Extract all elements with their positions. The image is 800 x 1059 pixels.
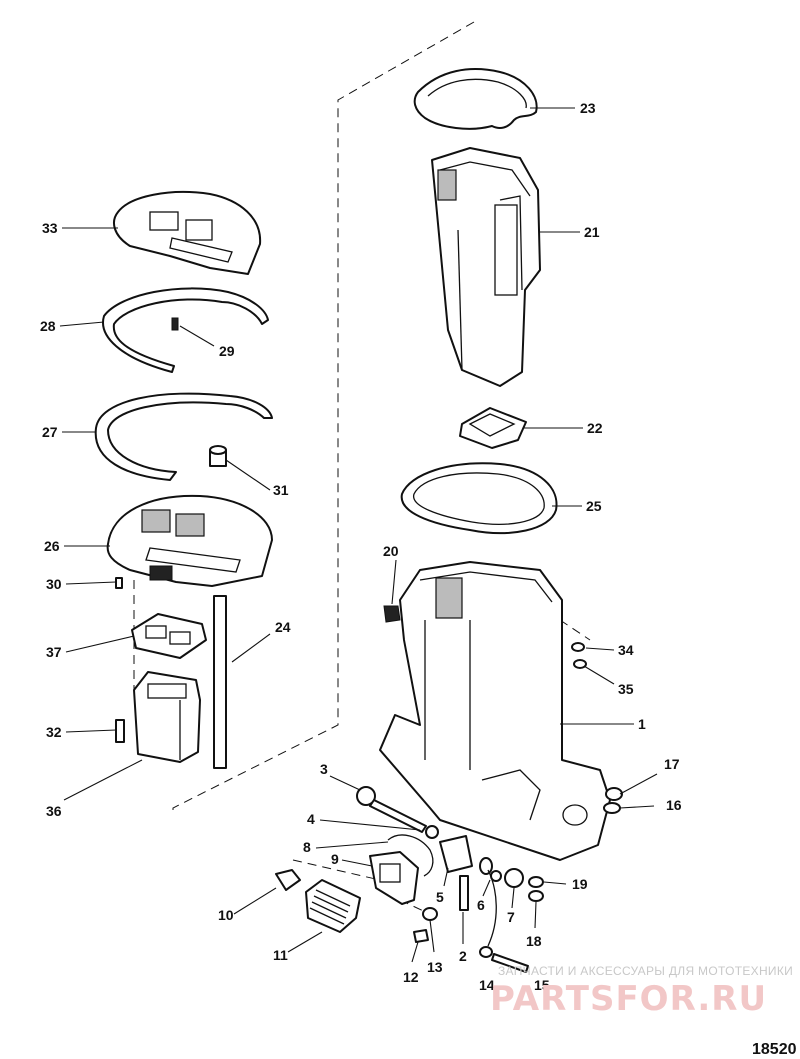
callout-25: 25	[586, 498, 602, 514]
callout-8: 8	[303, 839, 311, 855]
sleeve-part-31	[209, 445, 227, 467]
gasket-part-37	[131, 613, 207, 659]
screw-part-32	[115, 719, 125, 743]
anode-grille	[309, 889, 351, 925]
bracket-part-9	[369, 851, 419, 905]
callout-36: 36	[46, 803, 62, 819]
washers-part-18-19	[528, 876, 544, 902]
nut-part-3	[356, 786, 376, 806]
callout-26: 26	[44, 538, 60, 554]
nut-part-7	[504, 868, 524, 888]
callout-37: 37	[46, 644, 62, 660]
callout-28: 28	[40, 318, 56, 334]
screw-part-15	[491, 953, 529, 973]
clip-part-14	[479, 946, 493, 958]
adapter-plate-part-26	[106, 494, 273, 587]
ground-strap-part-6	[487, 869, 502, 947]
callout-29: 29	[219, 343, 235, 359]
watermark-logo: PARTSFOR.RU	[490, 979, 767, 1019]
callout-11: 11	[273, 947, 288, 963]
housing-main-part-1	[379, 561, 611, 861]
washers-part-34-35	[571, 642, 587, 669]
callout-19: 19	[572, 876, 588, 892]
callout-20: 20	[383, 543, 399, 559]
bolt-part-29	[171, 317, 179, 331]
bolt-part-12	[413, 929, 429, 943]
callout-4: 4	[307, 811, 315, 827]
watermark: ЗАПЧАСТИ И АКСЕССУАРЫ ДЛЯ МОТОТЕХНИКИ PA…	[490, 964, 793, 1019]
plug-part-20	[383, 605, 401, 623]
callout-5: 5	[436, 889, 444, 905]
pin-part-30	[115, 577, 123, 589]
callout-labels: 1 2 3 4 5 6 7 8 9 10 11 12 13 14 15 16 1…	[40, 100, 682, 993]
callout-27: 27	[42, 424, 58, 440]
nut-part-13	[422, 907, 438, 921]
callout-6: 6	[477, 897, 485, 913]
callout-35: 35	[618, 681, 634, 697]
callout-23: 23	[580, 100, 596, 116]
callout-14: 14	[479, 977, 495, 993]
callout-13: 13	[427, 959, 443, 975]
callout-16: 16	[666, 797, 682, 813]
anode-part-11	[305, 879, 361, 933]
callout-22: 22	[587, 420, 603, 436]
callout-2: 2	[459, 948, 467, 964]
leader-lines	[59, 107, 658, 963]
callout-3: 3	[320, 761, 328, 777]
bolt-part-4	[369, 799, 439, 839]
band-part-27	[94, 392, 273, 481]
callout-33: 33	[42, 220, 58, 236]
bushing-part-5	[439, 835, 493, 875]
wire-part-8	[387, 834, 434, 877]
callout-1: 1	[638, 716, 646, 732]
callout-17: 17	[664, 756, 680, 772]
figure-number: 18520	[752, 1041, 797, 1058]
gasket-part-23	[413, 68, 538, 130]
callout-31: 31	[273, 482, 289, 498]
housing-upper-part-21	[431, 147, 541, 387]
callout-9: 9	[331, 851, 339, 867]
callout-7: 7	[507, 909, 515, 925]
callout-15: 15	[534, 977, 550, 993]
seal-part-22	[459, 407, 527, 449]
gasket-part-28	[102, 287, 269, 373]
callout-24: 24	[275, 619, 291, 635]
callout-10: 10	[218, 907, 234, 923]
callout-21: 21	[584, 224, 600, 240]
watermark-caption: ЗАПЧАСТИ И АКСЕССУАРЫ ДЛЯ МОТОТЕХНИКИ	[498, 964, 793, 978]
tube-part-24	[213, 595, 227, 769]
plate-part-33	[113, 191, 262, 275]
callout-12: 12	[403, 969, 419, 985]
callout-34: 34	[618, 642, 634, 658]
stud-part-2	[459, 875, 469, 911]
gasket-part-25	[400, 462, 558, 535]
block-part-36	[133, 671, 201, 763]
callout-30: 30	[46, 576, 62, 592]
bolt-part-10	[275, 869, 301, 891]
callout-18: 18	[526, 933, 542, 949]
callout-32: 32	[46, 724, 62, 740]
